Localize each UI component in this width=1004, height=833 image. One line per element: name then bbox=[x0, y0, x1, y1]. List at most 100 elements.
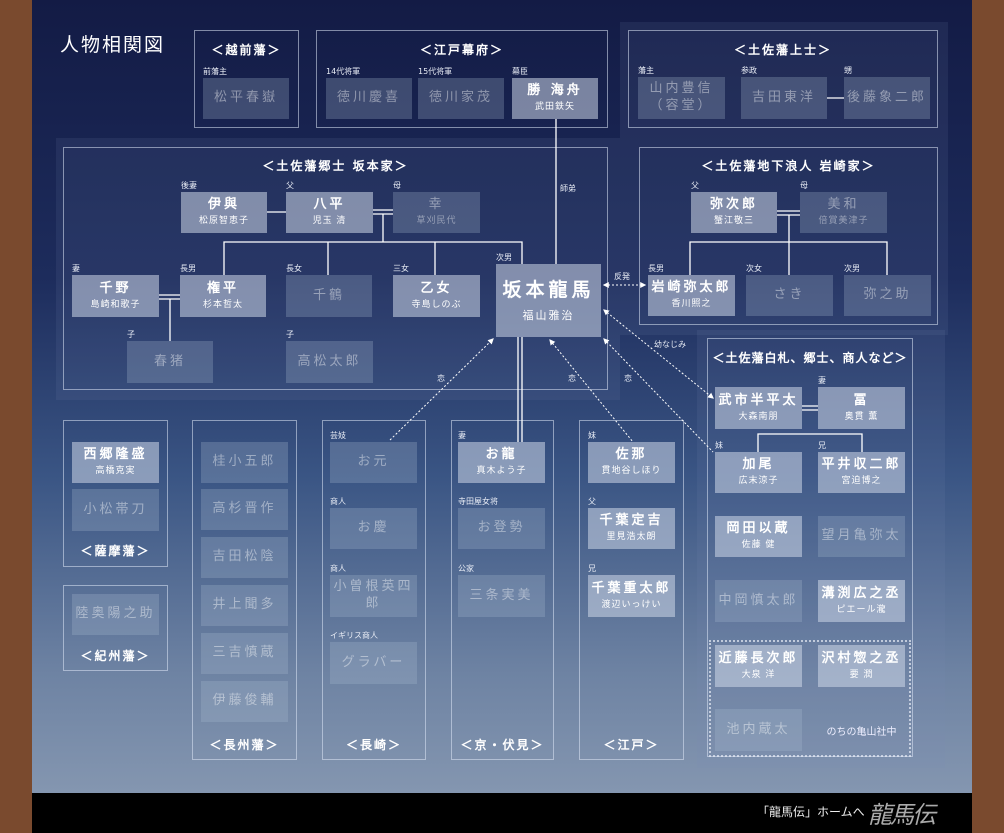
person-card-harui[interactable]: 春猪 bbox=[127, 341, 213, 383]
person-card-yajiro[interactable]: 弥次郎蟹江敬三 bbox=[691, 192, 777, 233]
arrow-ryoma-sana bbox=[549, 339, 634, 443]
person-card-nakaoka[interactable]: 中岡慎太郎 bbox=[715, 580, 802, 622]
actor-name: 杉本哲太 bbox=[202, 299, 243, 310]
person-card-inoue[interactable]: 井上聞多 bbox=[201, 585, 288, 626]
line-yajiro-miwa-marriage bbox=[777, 210, 800, 216]
person-name: 坂本龍馬 bbox=[502, 279, 595, 301]
role-label: 14代将軍 bbox=[326, 67, 361, 76]
role-label: 参政 bbox=[741, 66, 757, 75]
role-label: 商人 bbox=[330, 564, 346, 573]
role-label: 芸妓 bbox=[330, 431, 346, 440]
sakamoto-frame: ＜土佐藩郷士 坂本家＞ bbox=[63, 147, 608, 390]
role-label: 次男 bbox=[496, 253, 512, 262]
actor-name: 宮迫博之 bbox=[841, 476, 882, 487]
person-card-okei[interactable]: お慶 bbox=[330, 508, 417, 549]
line-ryoma-oryo bbox=[517, 337, 523, 442]
person-card-hirai[interactable]: 平井収二郎宮迫博之 bbox=[818, 452, 905, 493]
person-card-hachihei[interactable]: 八平児玉 清 bbox=[286, 192, 373, 233]
person-card-ito[interactable]: 伊藤俊輔 bbox=[201, 681, 288, 722]
person-name: お元 bbox=[357, 454, 390, 470]
person-card-yoshida[interactable]: 吉田東洋 bbox=[741, 77, 827, 119]
person-card-glover[interactable]: グラバー bbox=[330, 642, 417, 684]
person-name: 八平 bbox=[313, 197, 346, 213]
person-name: 春猪 bbox=[153, 353, 186, 369]
home-link[interactable]: 「龍馬伝」ホームへ bbox=[757, 805, 865, 819]
role-label: 幕臣 bbox=[512, 67, 528, 76]
person-card-goto[interactable]: 後藤象二郎 bbox=[844, 77, 930, 119]
person-card-takechi[interactable]: 武市半平太大森南朋 bbox=[715, 387, 802, 429]
person-card-takamatsu[interactable]: 高松太郎 bbox=[286, 341, 373, 383]
actor-name: 高橋克実 bbox=[95, 466, 136, 477]
person-name: 小曽根英四郎 bbox=[333, 579, 414, 611]
person-card-komatsu[interactable]: 小松帯刀 bbox=[72, 489, 159, 531]
person-card-kondo[interactable]: 近藤長次郎大泉 洋 bbox=[715, 645, 802, 687]
footer bbox=[32, 793, 972, 833]
person-card-katsu[interactable]: 勝 海舟武田鉄矢 bbox=[512, 78, 598, 119]
person-card-chizuru[interactable]: 千鶴 bbox=[286, 275, 372, 317]
person-card-omoto[interactable]: お元 bbox=[330, 442, 417, 483]
person-card-ryoma[interactable]: 坂本龍馬福山雅治 bbox=[496, 264, 601, 337]
person-name: 吉田松陰 bbox=[212, 549, 277, 565]
person-card-mizobuchi[interactable]: 溝渕広之丞ピエール瀧 bbox=[818, 580, 905, 622]
actor-name: 要 潤 bbox=[849, 669, 874, 680]
person-card-mochizuki[interactable]: 望月亀弥太 bbox=[818, 516, 905, 557]
person-name: 徳川慶喜 bbox=[336, 90, 401, 106]
role-label: 公家 bbox=[458, 564, 474, 573]
person-card-katsura[interactable]: 桂小五郎 bbox=[201, 442, 288, 483]
person-card-tomi[interactable]: 冨奥貫 薫 bbox=[818, 387, 905, 429]
actor-name: 児玉 清 bbox=[312, 216, 347, 227]
person-card-kosone[interactable]: 小曽根英四郎 bbox=[330, 575, 417, 617]
actor-name: ピエール瀧 bbox=[836, 604, 887, 615]
person-card-sawamura[interactable]: 沢村惣之丞要 潤 bbox=[818, 645, 905, 687]
person-card-otome[interactable]: 乙女寺島しのぶ bbox=[393, 275, 480, 317]
person-card-sanjo[interactable]: 三条実美 bbox=[458, 575, 545, 617]
person-name: 権平 bbox=[206, 280, 239, 296]
person-card-yamauchi[interactable]: 山内豊信（容堂） bbox=[638, 77, 725, 119]
person-card-okada[interactable]: 岡田以蔵佐藤 健 bbox=[715, 516, 802, 557]
person-card-shoin[interactable]: 吉田松陰 bbox=[201, 537, 288, 578]
group-title: ＜紀州藩＞ bbox=[80, 649, 151, 663]
person-card-yataro[interactable]: 岩崎弥太郎香川照之 bbox=[648, 275, 735, 316]
person-card-sana[interactable]: 佐那貫地谷しほり bbox=[588, 442, 675, 483]
role-label: 次女 bbox=[746, 264, 762, 273]
person-card-ko[interactable]: 幸草刈民代 bbox=[393, 192, 480, 233]
person-card-mutsu[interactable]: 陸奥陽之助 bbox=[72, 594, 159, 635]
role-label: イギリス商人 bbox=[330, 631, 378, 640]
person-card-kao[interactable]: 加尾広末涼子 bbox=[715, 452, 802, 493]
role-label: 妻 bbox=[818, 376, 826, 385]
person-card-iyo[interactable]: 伊與松原智恵子 bbox=[181, 192, 267, 233]
person-card-sadakichi[interactable]: 千葉定吉里見浩太朗 bbox=[588, 508, 675, 549]
person-card-yanosuke[interactable]: 弥之助 bbox=[844, 275, 931, 316]
person-card-matsudaira[interactable]: 松平春嶽 bbox=[203, 78, 289, 119]
person-name: 勝 海舟 bbox=[527, 83, 583, 99]
person-card-saki[interactable]: さき bbox=[746, 275, 833, 316]
role-label: 子 bbox=[286, 330, 294, 339]
ryomaden-logo[interactable]: 龍馬伝 bbox=[868, 801, 936, 829]
actor-name: 福山雅治 bbox=[522, 308, 575, 322]
person-card-otose[interactable]: お登勢 bbox=[458, 508, 545, 549]
arrow-ryoma-kao bbox=[603, 338, 714, 453]
person-card-gonpei[interactable]: 権平杉本哲太 bbox=[180, 275, 266, 317]
person-name: 松平春嶽 bbox=[213, 90, 278, 106]
person-card-saigo[interactable]: 西郷隆盛高橋克実 bbox=[72, 442, 159, 483]
group-title: ＜長州藩＞ bbox=[209, 738, 280, 752]
role-label: 甥 bbox=[844, 66, 852, 75]
person-card-iemochi[interactable]: 徳川家茂 bbox=[418, 78, 504, 119]
person-card-miyoshi[interactable]: 三吉慎蔵 bbox=[201, 633, 288, 674]
person-card-oryo[interactable]: お龍真木よう子 bbox=[458, 442, 545, 483]
person-name: 桂小五郎 bbox=[212, 454, 277, 470]
person-card-takasugi[interactable]: 高杉晋作 bbox=[201, 489, 288, 530]
person-card-chino[interactable]: 千野島崎和歌子 bbox=[72, 275, 159, 317]
group-title: ＜京・伏見＞ bbox=[460, 738, 545, 752]
person-name: 小松帯刀 bbox=[83, 501, 148, 517]
person-card-yoshinobu[interactable]: 徳川慶喜 bbox=[326, 78, 412, 119]
kameyama-group-frame bbox=[709, 640, 911, 757]
actor-name: 寺島しのぶ bbox=[411, 299, 462, 310]
person-card-jutaro[interactable]: 千葉重太郎渡辺いっけい bbox=[588, 575, 675, 617]
person-card-miwa[interactable]: 美和倍賞美津子 bbox=[800, 192, 887, 233]
role-label: 妹 bbox=[715, 441, 723, 450]
role-label: 藩主 bbox=[638, 66, 654, 75]
kyoto-frame: ＜京・伏見＞ bbox=[451, 420, 554, 760]
person-card-ikeuchi[interactable]: 池内蔵太 bbox=[715, 709, 802, 751]
nagasaki-frame: ＜長崎＞ bbox=[322, 420, 426, 760]
